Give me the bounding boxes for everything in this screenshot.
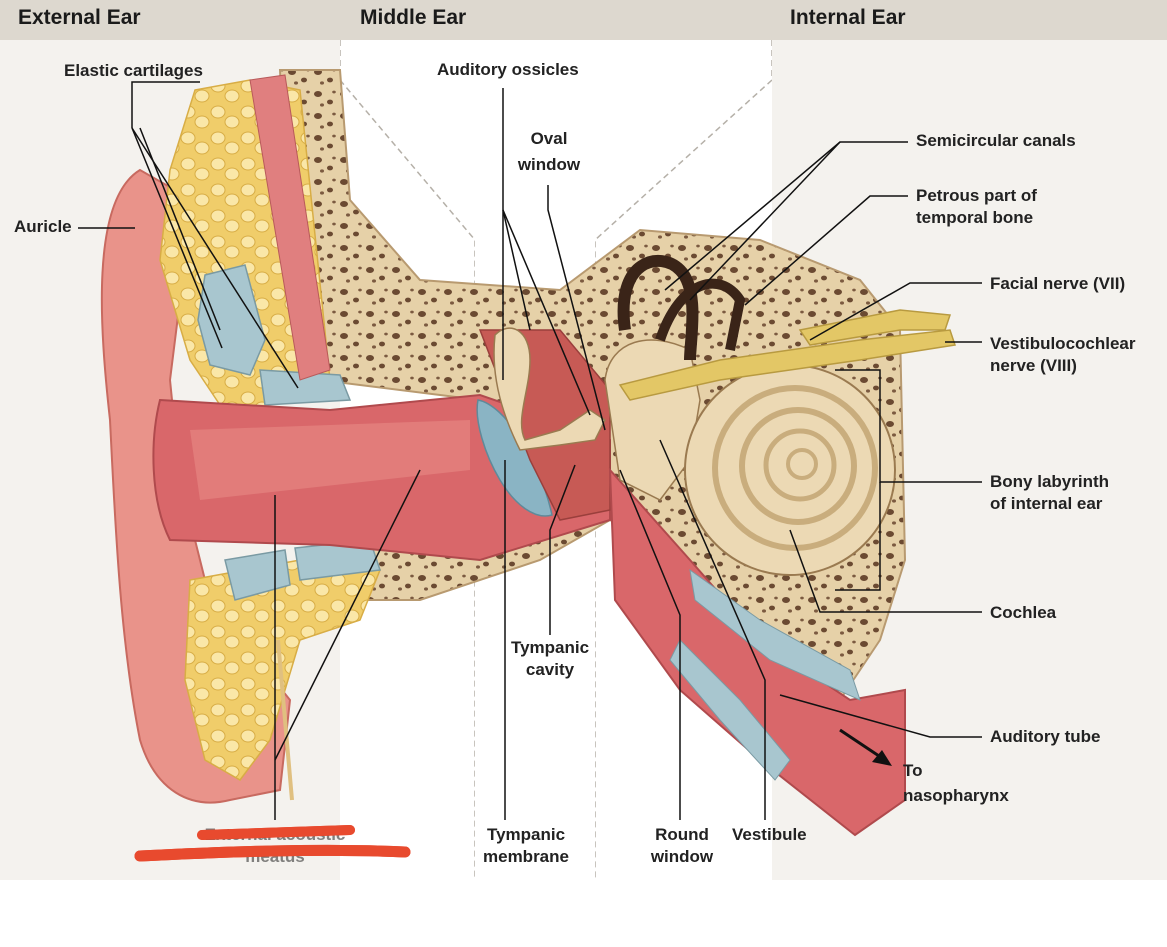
- elastic-cartilage-1: [197, 264, 266, 376]
- label-bony-labyrinth: Bony labyrinth of internal ear: [990, 472, 1110, 513]
- label-tympanic-membrane: Tympanic membrane: [483, 825, 569, 866]
- header-internal-ear: Internal Ear: [772, 0, 1167, 40]
- header-external-ear: External Ear: [0, 0, 340, 40]
- header-middle-ear: Middle Ear: [340, 0, 772, 40]
- header-middle-ear-text: Middle Ear: [360, 6, 467, 29]
- tube-cartilage: [689, 568, 861, 701]
- label-auditory-ossicles: Auditory ossicles: [437, 60, 579, 79]
- label-cochlea: Cochlea: [990, 603, 1057, 622]
- semicircular-canal-1: [617, 254, 699, 361]
- header-external-ear-text: External Ear: [18, 6, 141, 29]
- label-round-window: Round window: [650, 825, 714, 866]
- label-vestibule: Vestibule: [732, 825, 807, 844]
- label-semicircular-canals: Semicircular canals: [916, 131, 1076, 150]
- muscle-strip: [249, 74, 331, 381]
- label-oval-window: Oval window: [517, 129, 581, 174]
- label-facial-nerve: Facial nerve (VII): [990, 274, 1126, 293]
- label-elastic-cartilages: Elastic cartilages: [64, 61, 203, 80]
- ossicles-shape: [493, 327, 606, 451]
- label-auditory-tube: Auditory tube: [990, 727, 1101, 746]
- vestibulocochlear-nerve-shape: [618, 329, 956, 401]
- label-tympanic-cavity: Tympanic cavity: [510, 638, 590, 679]
- header-internal-ear-text: Internal Ear: [790, 6, 906, 29]
- canal-highlight: [190, 420, 470, 500]
- facial-nerve-shape: [798, 309, 952, 346]
- nasopharynx-arrow: [839, 728, 883, 760]
- label-vestibulocochlear-nerve: Vestibulocochlear nerve (VIII): [990, 334, 1136, 375]
- label-auricle: Auricle: [14, 217, 72, 236]
- elastic-cartilage-3: [224, 549, 291, 601]
- label-external-acoustic-meatus: External acoustic meatus: [204, 825, 346, 866]
- leader-lines: [78, 81, 982, 820]
- tube-cartilage-2: [669, 639, 791, 781]
- label-to-nasopharynx: To nasopharynx: [903, 761, 1009, 805]
- label-petrous-bone: Petrous part of temporal bone: [916, 186, 1037, 227]
